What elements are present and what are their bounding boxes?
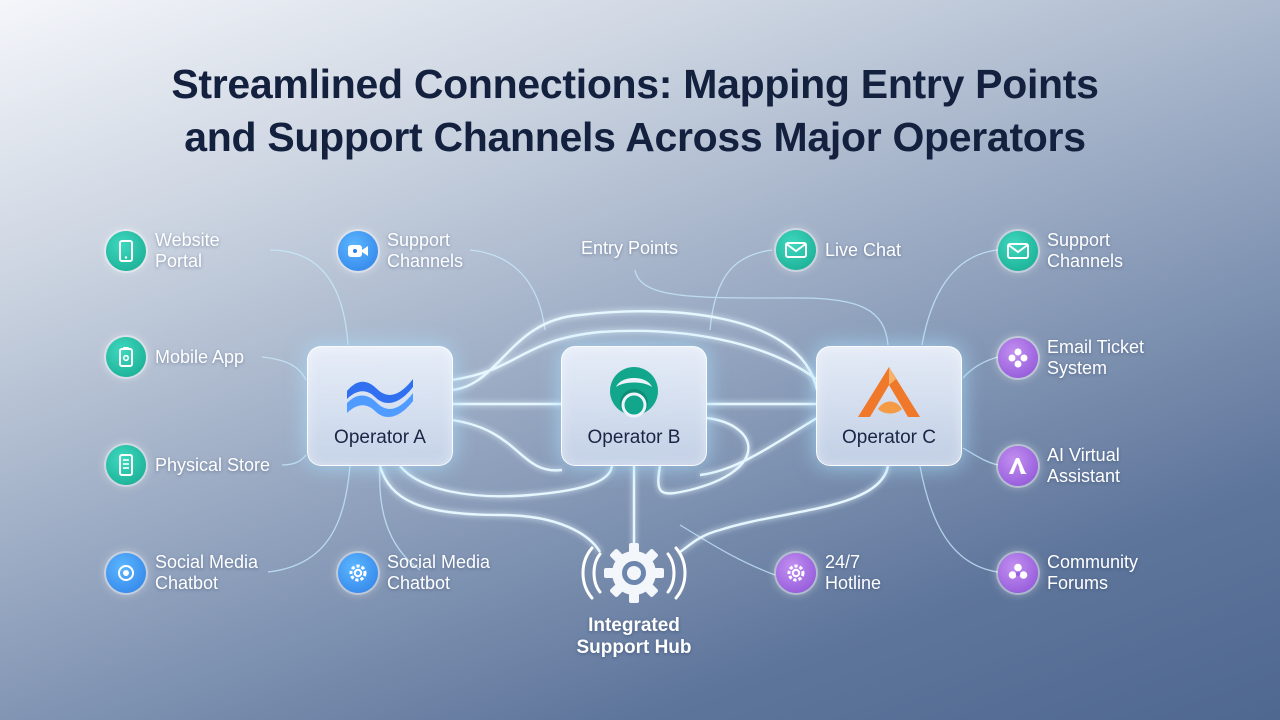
ai-assistant-node[interactable]: AI Virtual Assistant [998,445,1120,487]
hub-label-2: Support Hub [576,637,692,658]
forum-icon [998,553,1038,593]
operator-c-card[interactable]: Operator C [816,346,962,466]
ticket-icon [998,338,1038,378]
gear-broadcast-icon [581,543,687,603]
integrated-support-hub-label: Integrated Support Hub [554,615,714,659]
social-chatbot-center-node[interactable]: Social Media Chatbot [338,552,490,594]
website-portal-node[interactable]: Website Portal [106,230,220,272]
hotline-node[interactable]: 24/7 Hotline [776,552,881,594]
social-chatbot-center-label-2: Chatbot [387,573,451,593]
operator-a-card[interactable]: Operator A [307,346,453,466]
support-channels-right-node[interactable]: Support Channels [998,230,1123,272]
mobile-app-node[interactable]: Mobile App [106,337,244,377]
hotline-label-1: 24/7 [825,552,861,572]
operator-b-name: Operator B [587,427,681,448]
envelope-icon [998,231,1038,271]
mobile-app-label: Mobile App [155,346,245,367]
hotline-label-2: Hotline [825,573,882,593]
title-line-1: Streamlined Connections: Mapping Entry P… [171,61,1099,107]
email-ticket-label-1: Email Ticket [1047,337,1145,357]
triangle-logo-icon [858,367,920,417]
website-portal-label-1: Website [155,230,220,250]
social-chatbot-left-node[interactable]: Social Media Chatbot [106,552,258,594]
wave-logo-icon [347,379,413,417]
operator-b-card[interactable]: Operator B [561,346,707,466]
social-chatbot-left-label-1: Social Media [155,552,259,572]
camera-icon [106,553,146,593]
hub-label-1: Integrated [588,615,680,636]
website-portal-label-2: Portal [155,251,203,271]
ai-assistant-icon [998,446,1038,486]
live-chat-label: Live Chat [825,239,902,260]
support-channels-left-node[interactable]: Support Channels [338,230,463,272]
title-line-2: and Support Channels Across Major Operat… [184,114,1086,160]
envelope-icon [776,230,816,270]
support-channels-right-label-1: Support [1047,230,1111,250]
thin-wires [261,249,999,576]
glow-wires [378,310,890,553]
store-terminal-icon [106,445,146,485]
community-forums-label-1: Community [1047,552,1139,572]
social-chatbot-left-label-2: Chatbot [155,573,219,593]
live-chat-node[interactable]: Live Chat [776,230,901,270]
support-channels-left-label-1: Support [387,230,451,250]
social-chatbot-center-label-1: Social Media [387,552,491,572]
email-ticket-node[interactable]: Email Ticket System [998,337,1144,379]
ai-assistant-label-2: Assistant [1047,466,1121,486]
mobile-app-icon [106,337,146,377]
entry-points-label: Entry Points [581,238,679,258]
circle-person-logo-icon [610,367,658,418]
physical-store-node[interactable]: Physical Store [106,445,270,485]
email-ticket-label-2: System [1047,358,1108,378]
support-channels-left-label-2: Channels [387,251,464,271]
community-forums-node[interactable]: Community Forums [998,552,1138,594]
operator-a-name: Operator A [334,427,426,448]
smartphone-icon [106,231,146,271]
physical-store-label: Physical Store [155,454,271,475]
page-title: Streamlined Connections: Mapping Entry P… [0,58,1270,164]
operator-c-name: Operator C [842,427,936,448]
gear-icon [338,553,378,593]
support-channels-right-label-2: Channels [1047,251,1124,271]
gear-icon [776,553,816,593]
video-chat-icon [338,231,378,271]
ai-assistant-label-1: AI Virtual [1047,445,1120,465]
community-forums-label-2: Forums [1047,573,1109,593]
